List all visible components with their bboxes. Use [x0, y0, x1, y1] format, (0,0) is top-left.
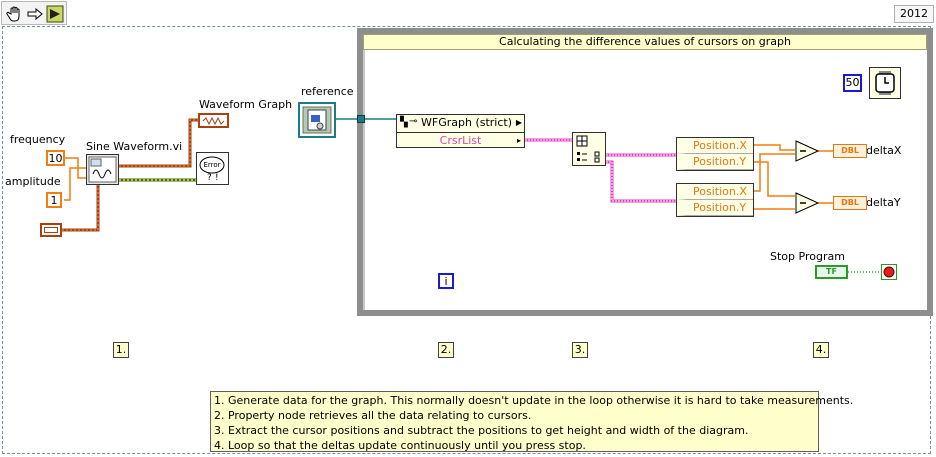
deltay-label: deltaY	[866, 196, 901, 209]
wait-ms-constant[interactable]: 50	[843, 74, 862, 92]
subtract-y-icon[interactable]	[795, 192, 819, 214]
run-icon[interactable]	[46, 5, 64, 23]
deltax-indicator-label: DBL	[841, 146, 859, 155]
simple-error-handler[interactable]: Error ? !	[196, 152, 229, 185]
property-node[interactable]: ▚ ⊸ WFGraph (strict) ▶ CrsrList ▸	[396, 114, 525, 148]
frequency-control[interactable]: 10	[46, 150, 65, 166]
waveform-icon	[202, 116, 225, 126]
note-4: 4. Loop so that the deltas update contin…	[214, 439, 586, 452]
waveform-graph-terminal[interactable]	[198, 113, 229, 128]
loop-tunnel	[357, 115, 365, 123]
reference-out-icon: ▶	[515, 118, 522, 127]
step-4-label: 4.	[813, 342, 829, 358]
reference-label: reference	[301, 85, 354, 98]
deltax-label: deltaX	[866, 144, 902, 157]
watch-icon	[875, 71, 895, 95]
note-1: 1. Generate data for the graph. This nor…	[214, 394, 854, 407]
svg-text:?: ?	[207, 173, 212, 183]
unbundle1-position-x[interactable]: Position.X	[677, 138, 753, 154]
free-label-notes: 1. Generate data for the graph. This nor…	[210, 391, 854, 452]
while-loop[interactable]	[357, 28, 933, 316]
graph-reference[interactable]	[298, 102, 336, 138]
step-3-label: 3.	[572, 342, 588, 358]
unbundle1-position-y[interactable]: Position.Y	[677, 154, 753, 170]
step-2-label: 2.	[438, 342, 454, 358]
loop-condition[interactable]	[881, 264, 897, 280]
stop-sign-icon	[883, 266, 895, 278]
note-2: 2. Property node retrieves all the data …	[214, 409, 532, 422]
step-1-label: 1.	[113, 342, 129, 358]
sine-wave-icon	[88, 156, 117, 183]
property-crsrlist-label: CrsrList	[439, 134, 482, 147]
stop-label: Stop Program	[770, 250, 845, 263]
sine-waveform-label: Sine Waveform.vi	[86, 140, 183, 153]
property-node-title: WFGraph (strict)	[421, 116, 513, 129]
amplitude-label: amplitude	[5, 175, 61, 188]
sine-waveform-vi[interactable]	[86, 154, 119, 185]
frequency-label: frequency	[10, 133, 66, 146]
unbundle2-position-y[interactable]: Position.Y	[677, 200, 753, 216]
property-crsrlist[interactable]: CrsrList ▸	[397, 133, 524, 149]
error-icon: Error ? !	[199, 156, 225, 183]
toolbar	[1, 1, 67, 25]
unbundle-by-name-2[interactable]: Position.X Position.Y	[676, 183, 754, 217]
reference-icon	[302, 106, 332, 134]
subtract-x-icon[interactable]	[795, 140, 819, 162]
reference-in-icon: ▚	[400, 117, 408, 128]
unbundle2-position-x[interactable]: Position.X	[677, 184, 753, 200]
output-arrow-icon: ▸	[516, 136, 521, 145]
deltax-indicator[interactable]: DBL	[833, 144, 867, 158]
iteration-terminal: i	[438, 273, 454, 289]
version-badge: 2012	[894, 5, 934, 23]
index-array[interactable]	[572, 132, 606, 166]
key-icon: ⊸	[409, 116, 418, 127]
stop-button-label: TF	[826, 267, 837, 276]
amplitude-control[interactable]: 1	[46, 192, 62, 208]
svg-text:!: !	[215, 173, 219, 183]
stop-button-terminal[interactable]: TF	[815, 265, 848, 279]
unbundle-by-name-1[interactable]: Position.X Position.Y	[676, 137, 754, 171]
index-array-icon	[576, 135, 600, 163]
hand-icon[interactable]	[6, 5, 24, 23]
svg-text:Error: Error	[203, 161, 220, 169]
cluster-constant[interactable]	[40, 223, 62, 237]
waveform-graph-label: Waveform Graph	[199, 98, 293, 111]
wait-function[interactable]	[869, 67, 901, 99]
arrow-right-icon[interactable]	[26, 5, 44, 23]
property-node-header: ▚ ⊸ WFGraph (strict) ▶	[397, 115, 524, 133]
note-3: 3. Extract the cursor positions and subt…	[214, 424, 749, 437]
deltay-indicator[interactable]: DBL	[833, 196, 867, 210]
loop-title: Calculating the difference values of cur…	[363, 34, 927, 50]
deltay-indicator-label: DBL	[841, 198, 859, 207]
